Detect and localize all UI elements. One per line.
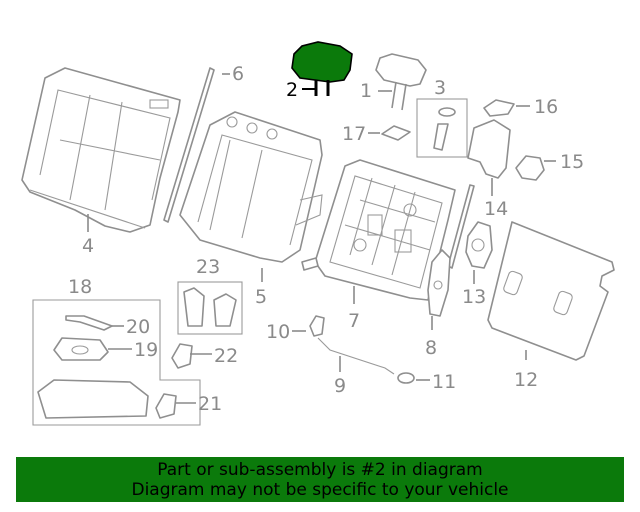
part-18-group[interactable]	[32, 299, 201, 426]
info-banner: Part or sub-assembly is #2 in diagram Di…	[16, 457, 624, 502]
callout-3: 3	[434, 77, 446, 99]
callout-2: 2	[286, 79, 298, 101]
part-2-headrest-highlighted[interactable]	[291, 41, 353, 96]
part-17-pad[interactable]	[381, 125, 411, 141]
banner-line-2: Diagram may not be specific to your vehi…	[131, 480, 509, 500]
callout-16: 16	[534, 96, 558, 118]
callout-10: 10	[266, 321, 290, 343]
callout-22: 22	[214, 345, 238, 367]
part-21-base[interactable]	[37, 379, 177, 419]
callout-17: 17	[342, 123, 366, 145]
part-3-guide[interactable]	[416, 98, 468, 158]
part-15-clip[interactable]	[515, 155, 545, 181]
part-14-bracket[interactable]	[467, 119, 511, 179]
part-23-kit[interactable]	[177, 281, 243, 335]
part-11-cap[interactable]	[397, 372, 415, 384]
callout-6: 6	[232, 63, 244, 85]
callout-labels: 1 2 3 4 5 6 7 8 9 10 11 12 13 14 15 16 1…	[68, 63, 584, 415]
part-22-bracket[interactable]	[171, 343, 193, 369]
callout-23: 23	[196, 256, 220, 278]
part-10-clip[interactable]	[309, 315, 325, 337]
part-5-seatback-pad[interactable]	[179, 111, 323, 263]
part-12-rear-panel[interactable]	[487, 221, 615, 361]
callout-11: 11	[432, 371, 456, 393]
part-8-latch[interactable]	[427, 184, 475, 317]
part-20-strip[interactable]	[65, 315, 113, 331]
callout-14: 14	[484, 198, 508, 220]
callout-15: 15	[560, 151, 584, 173]
callout-18: 18	[68, 276, 92, 298]
part-7-seatback-frame[interactable]	[301, 159, 456, 301]
callout-9: 9	[334, 375, 346, 397]
callout-12: 12	[514, 369, 538, 391]
part-9-cable[interactable]	[317, 337, 395, 375]
part-1-headrest[interactable]	[375, 53, 427, 111]
part-6-rod[interactable]	[163, 67, 215, 223]
part-16-clip[interactable]	[483, 99, 515, 117]
callout-8: 8	[425, 337, 437, 359]
callout-21: 21	[198, 393, 222, 415]
callout-7: 7	[348, 310, 360, 332]
banner-line-1: Part or sub-assembly is #2 in diagram	[157, 460, 483, 480]
leader-lines	[87, 73, 556, 404]
part-13-recliner[interactable]	[465, 221, 493, 269]
callout-4: 4	[82, 235, 94, 257]
callout-19: 19	[134, 339, 158, 361]
callout-13: 13	[462, 286, 486, 308]
part-4-seatback-cover[interactable]	[21, 67, 181, 233]
part-19-tray[interactable]	[53, 337, 109, 361]
parts-diagram: 1 2 3 4 5 6 7 8 9 10 11 12 13 14 15 16 1…	[21, 41, 615, 426]
callout-20: 20	[126, 316, 150, 338]
callout-1: 1	[360, 80, 372, 102]
callout-5: 5	[255, 286, 267, 308]
